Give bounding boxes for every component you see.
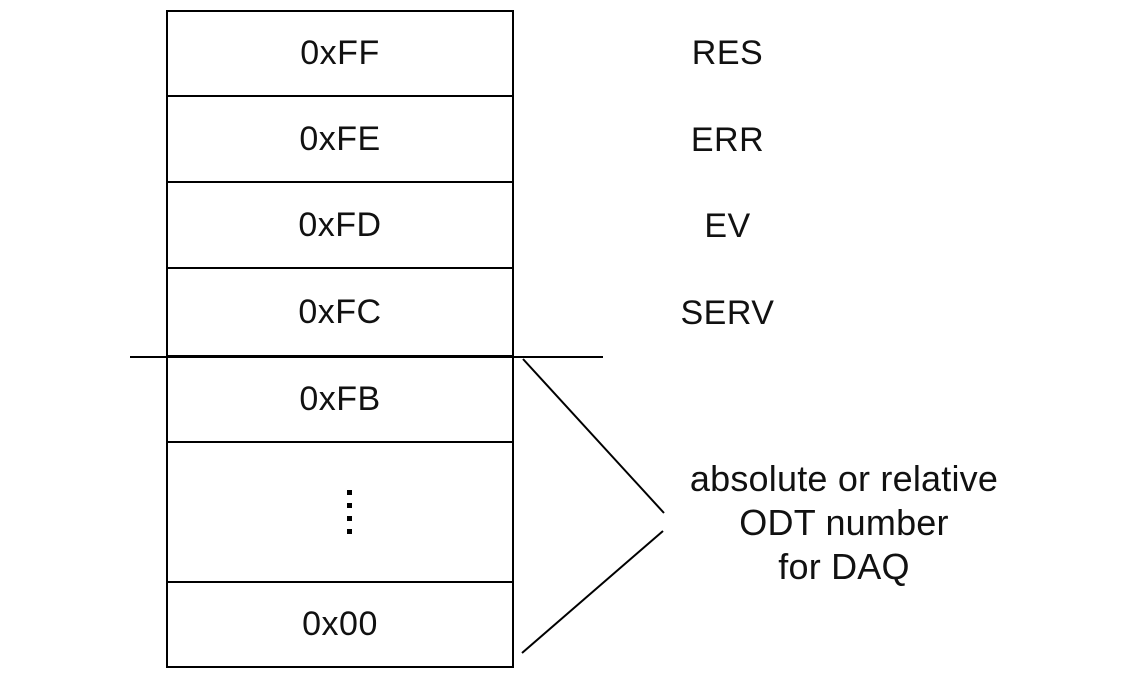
label-err: ERR bbox=[690, 120, 765, 159]
pid-row-serv: 0xFC bbox=[168, 269, 512, 357]
pid-row-err: 0xFE bbox=[168, 97, 512, 183]
daq-annotation: absolute or relative ODT number for DAQ bbox=[666, 457, 1022, 589]
pid-row-daq-bottom: 0x00 bbox=[168, 583, 512, 666]
pid-row-ellipsis bbox=[168, 443, 512, 583]
pid-row-daq-top: 0xFB bbox=[168, 357, 512, 443]
annotation-line-2: ODT number bbox=[739, 502, 949, 543]
annotation-line-3: for DAQ bbox=[778, 546, 910, 587]
pid-value: 0xFE bbox=[299, 119, 381, 158]
daq-boundary-line bbox=[130, 356, 603, 359]
pid-value: 0x00 bbox=[302, 605, 378, 643]
pid-value: 0xFB bbox=[299, 379, 381, 418]
annotation-line-1: absolute or relative bbox=[689, 458, 999, 499]
label-ev: EV bbox=[704, 206, 751, 245]
label-res: RES bbox=[691, 34, 764, 72]
pid-stack: 0xFF 0xFE 0xFD 0xFC 0xFB 0x00 bbox=[166, 10, 514, 668]
vertical-ellipsis-icon bbox=[346, 490, 352, 534]
pid-value: 0xFC bbox=[298, 292, 382, 331]
pid-type-labels: RES ERR EV SERV bbox=[640, 10, 815, 357]
pid-value: 0xFD bbox=[298, 205, 382, 244]
pid-row-res: 0xFF bbox=[168, 12, 512, 97]
brace-upper-line bbox=[522, 358, 665, 514]
pid-value: 0xFF bbox=[300, 34, 380, 72]
pid-row-ev: 0xFD bbox=[168, 183, 512, 269]
label-serv: SERV bbox=[680, 293, 775, 332]
brace-lower-line bbox=[521, 530, 664, 654]
